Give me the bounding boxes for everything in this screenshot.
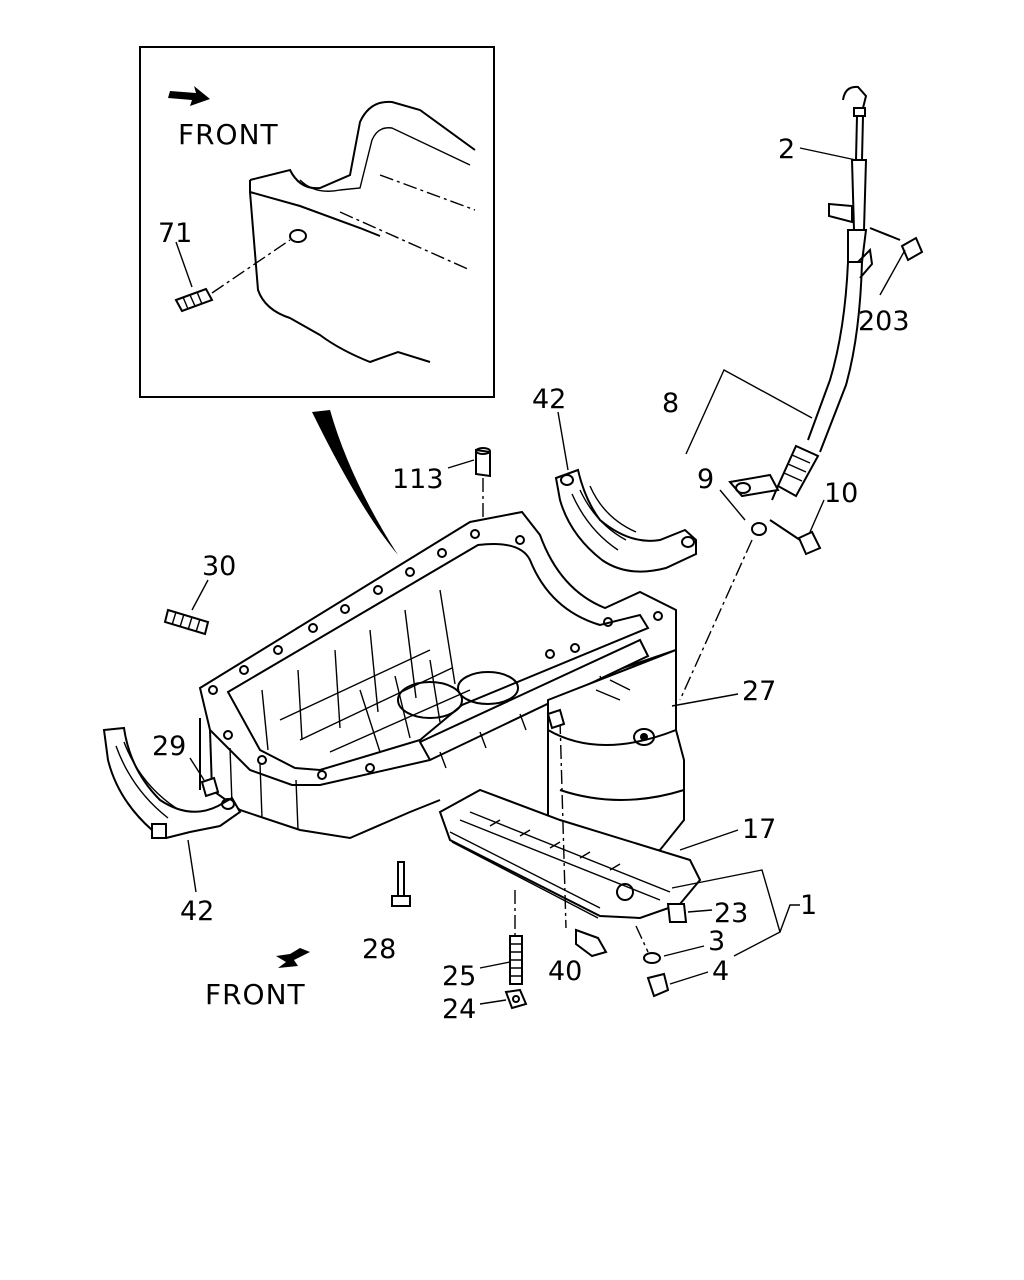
bolt-28 xyxy=(391,861,411,907)
callout-9: 9 xyxy=(697,464,714,495)
leader-42-top xyxy=(557,411,569,471)
leader-42-bottom xyxy=(187,839,197,893)
washer-3 xyxy=(643,952,661,964)
stud-25 xyxy=(509,890,523,985)
callout-42-bottom: 42 xyxy=(180,896,214,927)
plug-4 xyxy=(646,972,670,998)
leader-17 xyxy=(679,829,739,851)
nut-24 xyxy=(504,988,528,1010)
callout-71: 71 xyxy=(158,218,192,249)
flange-bolt-holes xyxy=(208,529,663,780)
callout-28: 28 xyxy=(362,934,396,965)
nut-29 xyxy=(200,776,220,798)
callout-203: 203 xyxy=(858,306,910,337)
inset-front-arrow-icon xyxy=(168,86,210,106)
callout-24: 24 xyxy=(442,994,476,1025)
callout-1: 1 xyxy=(800,890,817,921)
dipstick-assembly xyxy=(771,85,874,501)
leader-8 xyxy=(685,369,813,455)
baffle-plate xyxy=(438,788,702,920)
main-front-arrow-icon xyxy=(276,948,310,968)
tube-bracket xyxy=(728,473,780,536)
callout-42-top: 42 xyxy=(532,384,566,415)
stud-71 xyxy=(174,287,214,313)
inset-pan-corner xyxy=(249,100,476,190)
inset-pan-inner xyxy=(299,127,471,192)
callout-113: 113 xyxy=(392,464,444,495)
oil-pan-upper xyxy=(198,510,677,840)
leader-3 xyxy=(663,945,705,957)
callout-2: 2 xyxy=(778,134,795,165)
leader-9 xyxy=(719,489,746,521)
inset-frame xyxy=(139,46,495,398)
inset-stud-leader xyxy=(211,239,291,294)
leader-23 xyxy=(687,909,713,913)
inset-pan-flange xyxy=(249,180,381,237)
detail-inset: FRONT 71 xyxy=(139,46,495,398)
callout-23: 23 xyxy=(714,898,748,929)
bolt-10 xyxy=(769,519,822,556)
bolt-203 xyxy=(869,227,924,262)
callout-3: 3 xyxy=(708,926,725,957)
leader-27 xyxy=(671,693,739,707)
leader-113 xyxy=(447,459,475,469)
callout-4: 4 xyxy=(712,956,729,987)
callout-30: 30 xyxy=(202,551,236,582)
dipstick-centerline xyxy=(679,539,753,701)
callout-10: 10 xyxy=(824,478,858,509)
leader-4 xyxy=(669,971,709,985)
callout-8: 8 xyxy=(662,388,679,419)
plug-23 xyxy=(666,903,688,923)
crank-bearing-strap-top xyxy=(554,468,697,573)
crank-bearing-strap-bottom xyxy=(102,726,242,840)
stud-30 xyxy=(163,608,210,636)
connector-40 xyxy=(546,708,608,958)
inset-pan-wall xyxy=(249,191,431,364)
inset-pan-hidden xyxy=(339,174,476,271)
main-front-label: FRONT xyxy=(205,978,306,1011)
leader-10 xyxy=(809,499,825,533)
leader-29 xyxy=(189,757,205,781)
leader-24 xyxy=(479,999,507,1005)
callout-40: 40 xyxy=(548,956,582,987)
drain-plug-set xyxy=(635,903,688,998)
leader-203 xyxy=(879,249,906,296)
leader-2 xyxy=(799,147,857,161)
inset-stud-hole xyxy=(289,229,307,243)
leader-71 xyxy=(175,241,193,288)
callout-17: 17 xyxy=(742,814,776,845)
detail-pointer-arrow xyxy=(312,410,398,555)
callout-29: 29 xyxy=(152,731,186,762)
inset-front-label: FRONT xyxy=(178,118,279,151)
callout-25: 25 xyxy=(442,961,476,992)
leader-25 xyxy=(479,961,511,969)
callout-27: 27 xyxy=(742,676,776,707)
leader-1 xyxy=(671,869,800,957)
leader-30 xyxy=(191,579,209,611)
